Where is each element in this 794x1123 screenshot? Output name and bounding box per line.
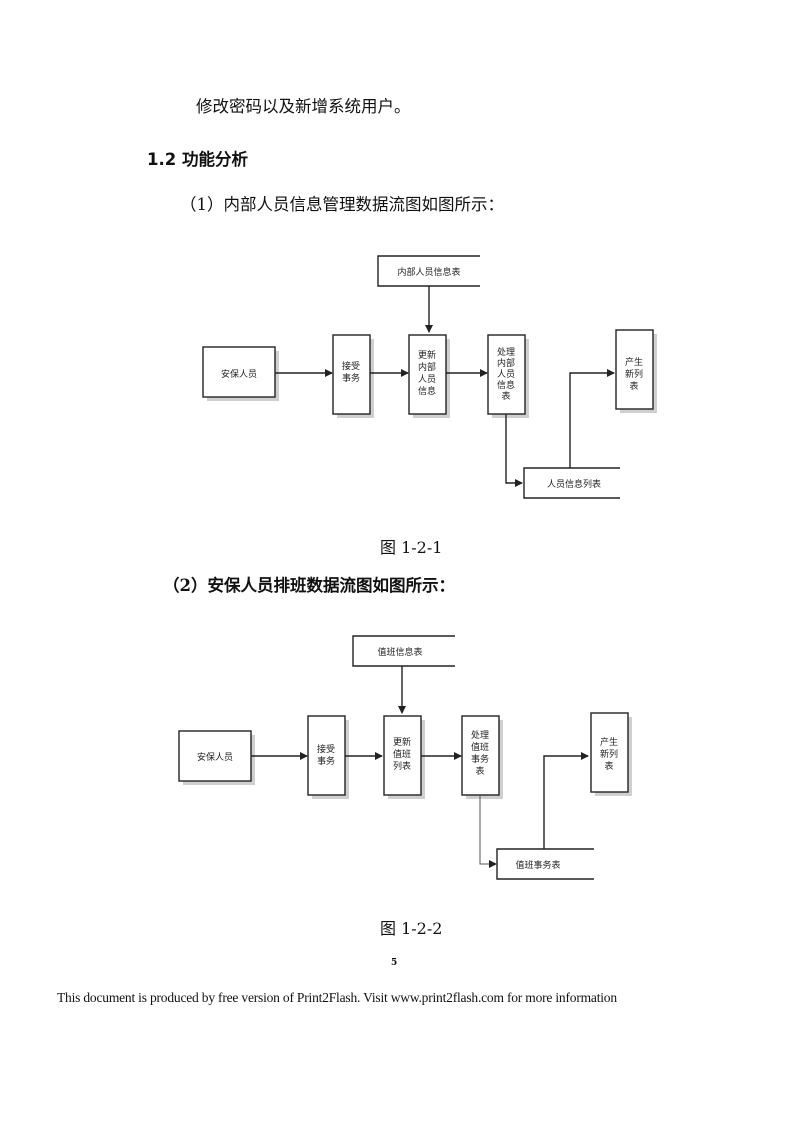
d1-p1-l1: 事务 — [342, 372, 360, 384]
d2-process-generate: 产生 新列 表 — [590, 712, 632, 796]
d1-p3-l4: 表 — [501, 390, 510, 402]
paragraph-line: 修改密码以及新增系统用户。 — [196, 97, 411, 116]
diagram-2: 值班信息表 安保人员 接受 事务 更新 值班 列表 处理 值班 — [178, 635, 632, 880]
d1-p2-l1: 内部 — [418, 361, 436, 373]
d1-arrow-store-to-p4 — [569, 369, 615, 468]
d1-entity-label: 安保人员 — [221, 368, 257, 380]
d1-p1-l0: 接受 — [342, 360, 360, 372]
d1-process-generate: 产生 新列 表 — [615, 329, 657, 413]
d1-store-top: 内部人员信息表 — [377, 255, 480, 287]
d1-store-bottom: 人员信息列表 — [523, 467, 620, 499]
d1-store-bottom-label: 人员信息列表 — [547, 478, 601, 490]
section-heading: 1.2 功能分析 — [147, 150, 248, 169]
d1-p2-l0: 更新 — [418, 349, 436, 361]
figure-caption-2: 图 1-2-2 — [380, 919, 443, 938]
diagram-1: 内部人员信息表 安保人员 接受 事务 更新 内部 人员 信息 — [202, 255, 657, 499]
d2-p3-l0: 处理 — [471, 729, 489, 741]
d1-store-top-label: 内部人员信息表 — [397, 266, 460, 278]
d2-p1-l1: 事务 — [317, 755, 335, 767]
d1-p4-l0: 产生 — [625, 356, 643, 368]
d2-p3-l3: 表 — [475, 765, 484, 777]
d2-store-bottom: 值班事务表 — [496, 848, 594, 880]
d2-p3-l2: 事务 — [471, 753, 489, 765]
d1-entity: 安保人员 — [202, 346, 279, 401]
d2-p2-l2: 列表 — [393, 760, 411, 772]
d1-arrow-p3-to-store — [505, 414, 523, 487]
figure-caption-1: 图 1-2-1 — [380, 538, 443, 557]
d1-p3-l3: 信息 — [497, 379, 515, 391]
d2-p4-l2: 表 — [604, 760, 613, 772]
d2-p4-l0: 产生 — [600, 736, 618, 748]
d2-p1-l0: 接受 — [317, 743, 335, 755]
d2-arrow-store-to-p4 — [543, 752, 589, 849]
d2-store-top: 值班信息表 — [352, 635, 455, 667]
subsection-title-1: （1）内部人员信息管理数据流图如图所示： — [180, 195, 504, 214]
d1-p3-l1: 内部 — [497, 357, 515, 369]
d2-process-handle: 处理 值班 事务 表 — [461, 715, 503, 799]
d1-p2-l3: 信息 — [418, 385, 436, 397]
d2-p2-l0: 更新 — [393, 736, 411, 748]
d2-store-bottom-label: 值班事务表 — [515, 859, 560, 871]
d2-store-top-label: 值班信息表 — [377, 646, 422, 658]
d1-p4-l1: 新列 — [625, 368, 643, 380]
d2-p4-l1: 新列 — [600, 748, 618, 760]
footer-notice: This document is produced by free versio… — [57, 990, 617, 1005]
d1-p2-l2: 人员 — [418, 374, 436, 385]
d2-p3-l1: 值班 — [471, 741, 489, 753]
d1-p4-l2: 表 — [629, 380, 638, 392]
d2-process-update: 更新 值班 列表 — [383, 715, 425, 799]
subsection-title-2: （2）安保人员排班数据流图如图所示： — [163, 576, 455, 595]
d1-process-update: 更新 内部 人员 信息 — [408, 334, 450, 418]
d2-entity: 安保人员 — [178, 730, 255, 785]
page-number: 5 — [391, 958, 398, 968]
d1-p3-l2: 人员 — [497, 369, 515, 380]
d1-process-receive: 接受 事务 — [332, 334, 374, 418]
d1-p3-l0: 处理 — [497, 346, 515, 358]
d2-process-receive: 接受 事务 — [307, 715, 349, 799]
d2-arrow-p3-to-store — [479, 795, 497, 868]
d2-p2-l1: 值班 — [393, 748, 411, 760]
d2-entity-label: 安保人员 — [197, 751, 233, 763]
d1-process-handle: 处理 内部 人员 信息 表 — [487, 334, 529, 418]
